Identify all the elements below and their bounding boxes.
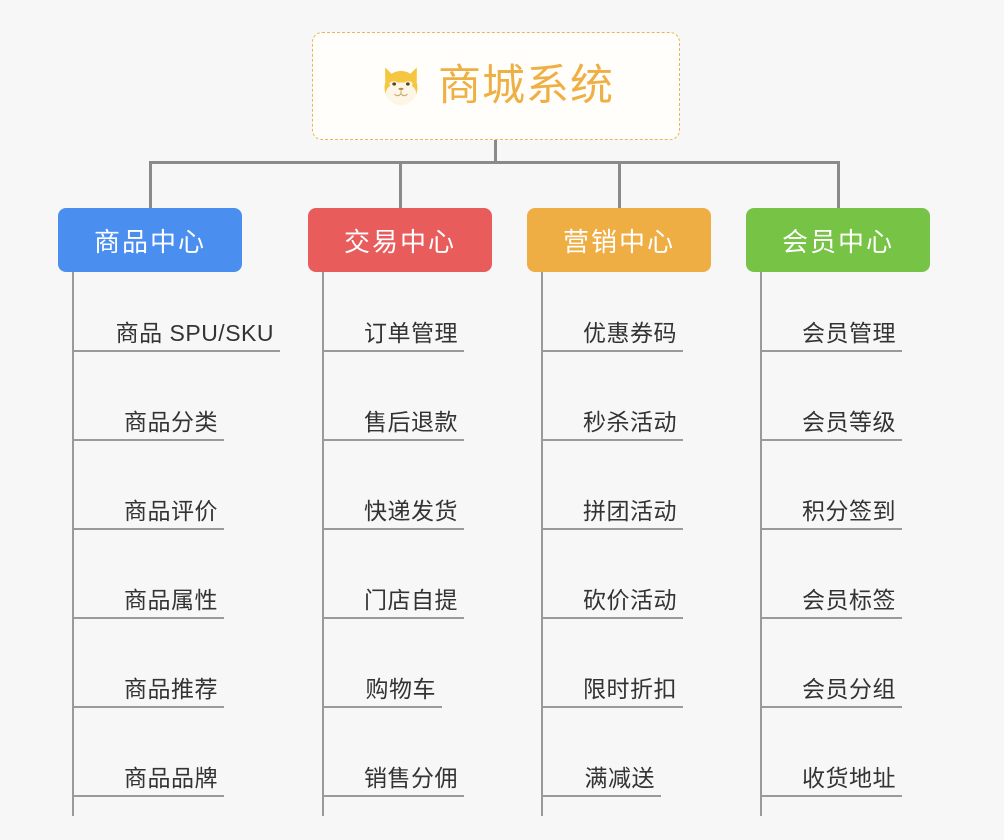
leaf-label: 积分签到	[802, 497, 896, 524]
leaf-label: 优惠券码	[583, 319, 677, 346]
leaf-label: 销售分佣	[364, 764, 458, 791]
leaf-label: 会员标签	[802, 586, 896, 613]
leaf-item[interactable]: 商品评价	[72, 482, 224, 530]
leaf-label: 售后退款	[364, 408, 458, 435]
category-header-marketing-center[interactable]: 营销中心	[527, 208, 711, 272]
leaf-item[interactable]: 积分签到	[760, 482, 902, 530]
leaf-spine	[760, 272, 762, 816]
leaf-item[interactable]: 订单管理	[322, 304, 464, 352]
leaf-spine	[72, 272, 74, 816]
leaf-label: 会员管理	[802, 319, 896, 346]
root-title: 商城系统	[438, 61, 614, 110]
leaf-label: 商品品牌	[124, 764, 218, 791]
leaf-item[interactable]: 会员标签	[760, 571, 902, 619]
root-node-mall-system[interactable]: 商城系统	[312, 32, 680, 140]
leaf-item[interactable]: 砍价活动	[541, 571, 683, 619]
leaf-item[interactable]: 购物车	[322, 660, 442, 708]
leaf-label: 会员分组	[802, 675, 896, 702]
leaf-label: 商品属性	[124, 586, 218, 613]
leaf-label: 订单管理	[364, 319, 458, 346]
leaf-item[interactable]: 收货地址	[760, 749, 902, 797]
connector-horizontal-bus	[150, 161, 840, 164]
leaf-label: 快递发货	[364, 497, 458, 524]
leaf-label: 商品推荐	[124, 675, 218, 702]
leaf-item[interactable]: 销售分佣	[322, 749, 464, 797]
leaf-label: 限时折扣	[583, 675, 677, 702]
leaf-item[interactable]: 商品 SPU/SKU	[72, 304, 280, 352]
leaf-item[interactable]: 商品分类	[72, 393, 224, 441]
leaf-label: 拼团活动	[583, 497, 677, 524]
leaf-item[interactable]: 快递发货	[322, 482, 464, 530]
leaf-item[interactable]: 商品品牌	[72, 749, 224, 797]
category-label: 商品中心	[93, 226, 206, 257]
leaf-item[interactable]: 满减送	[541, 749, 661, 797]
category-header-trade-center[interactable]: 交易中心	[308, 208, 492, 272]
leaf-item[interactable]: 秒杀活动	[541, 393, 683, 441]
leaf-item[interactable]: 拼团活动	[541, 482, 683, 530]
shiba-dog-face-icon	[384, 67, 418, 106]
connector-drop-member-center	[837, 161, 840, 208]
connector-drop-product-center	[149, 161, 152, 208]
connector-root-stem	[494, 140, 497, 163]
leaf-item[interactable]: 限时折扣	[541, 660, 683, 708]
leaf-spine	[322, 272, 324, 816]
leaf-label: 商品评价	[124, 497, 218, 524]
leaf-item[interactable]: 会员管理	[760, 304, 902, 352]
leaf-label: 会员等级	[802, 408, 896, 435]
leaf-item[interactable]: 门店自提	[322, 571, 464, 619]
category-label: 营销中心	[562, 226, 675, 257]
leaf-item[interactable]: 商品推荐	[72, 660, 224, 708]
leaf-item[interactable]: 会员等级	[760, 393, 902, 441]
leaf-label: 满减送	[584, 764, 655, 791]
leaf-label: 门店自提	[364, 586, 458, 613]
leaf-spine	[541, 272, 543, 816]
leaf-label: 砍价活动	[583, 586, 677, 613]
leaf-item[interactable]: 商品属性	[72, 571, 224, 619]
leaf-item[interactable]: 售后退款	[322, 393, 464, 441]
leaf-item[interactable]: 会员分组	[760, 660, 902, 708]
category-header-product-center[interactable]: 商品中心	[58, 208, 242, 272]
leaf-label: 收货地址	[802, 764, 896, 791]
connector-drop-trade-center	[399, 161, 402, 208]
leaf-item[interactable]: 优惠券码	[541, 304, 683, 352]
connector-drop-marketing-center	[618, 161, 621, 208]
leaf-label: 商品 SPU/SKU	[115, 319, 274, 346]
leaf-label: 购物车	[365, 675, 436, 702]
leaf-label: 商品分类	[124, 408, 218, 435]
category-label: 会员中心	[781, 226, 894, 257]
category-header-member-center[interactable]: 会员中心	[746, 208, 930, 272]
category-label: 交易中心	[343, 226, 456, 257]
leaf-label: 秒杀活动	[583, 408, 677, 435]
